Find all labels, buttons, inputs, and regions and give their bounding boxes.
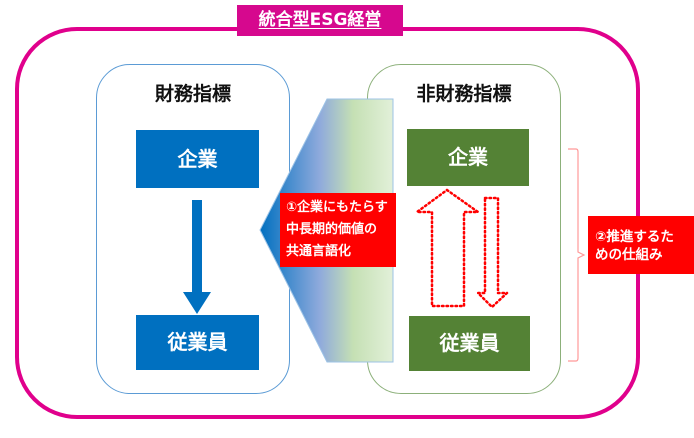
non-financial-indicators-title: 非財務指標 [416,83,512,105]
financial-company-box: 企業 [136,130,259,188]
callout2-line: めの仕組み [595,247,663,263]
dotted-down-arrow-icon [474,196,511,309]
callout1-line: 共通言語化 [286,244,352,259]
callout2-line: ②推進するた [595,229,674,245]
callout-common-language: ①企業にもたらす 中長期的価値の 共通言語化 [280,193,396,267]
dotted-up-arrow-icon [413,188,482,308]
financial-employee-box: 従業員 [136,315,259,370]
diagram-title: 統合型ESG経営 [237,5,403,36]
financial-indicators-title: 財務指標 [154,83,231,105]
callout1-line: ①企業にもたらす [286,200,388,215]
non-financial-employee-box: 従業員 [409,316,530,371]
diagram-title-text: 統合型ESG経営 [258,10,382,30]
down-arrow-icon [183,200,211,314]
callout-promotion-mechanism: ②推進するた めの仕組み [588,216,694,274]
non-financial-company-box: 企業 [407,129,529,186]
callout1-line: 中長期的価値の [286,222,378,237]
right-bracket-icon [568,148,586,362]
